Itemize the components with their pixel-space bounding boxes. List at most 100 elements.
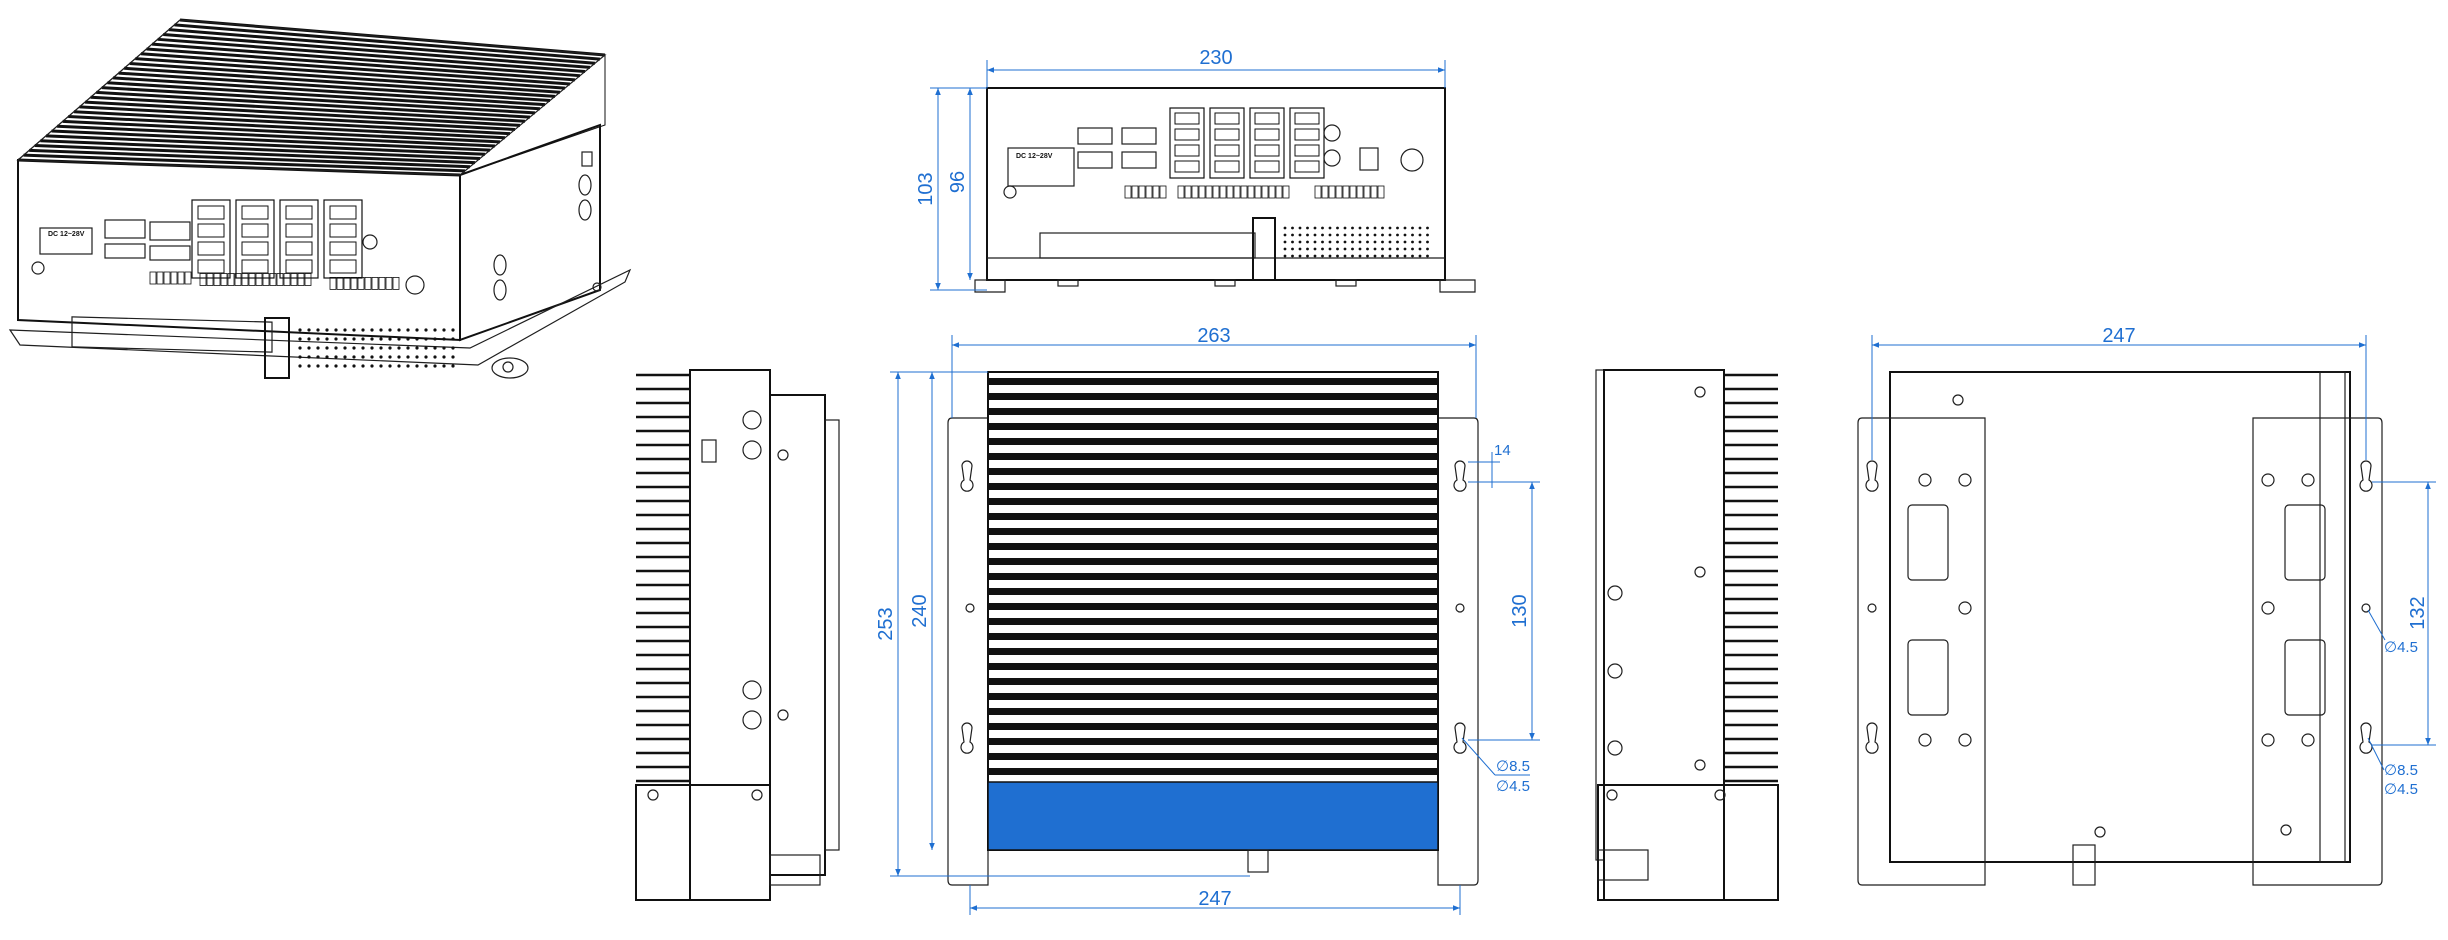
front-vent-hole	[1321, 240, 1324, 244]
iso-vent-hole	[352, 337, 356, 341]
top-fin-bar	[988, 588, 1438, 595]
iso-vent-hole	[397, 346, 401, 350]
right-screw-4	[1606, 789, 1618, 801]
front-port	[1254, 128, 1280, 141]
bottom-screw-8	[2261, 601, 2275, 615]
front-port	[1254, 160, 1280, 173]
iso-terminal-pin	[385, 276, 393, 290]
iso-vent-hole	[415, 346, 419, 350]
front-vent-hole	[1396, 226, 1399, 230]
front-vent-hole	[1381, 240, 1384, 244]
iso-fin	[151, 42, 581, 78]
bottom-screw-3	[1958, 601, 1972, 615]
iso-vent-hole	[370, 346, 374, 350]
top-fin-bar	[988, 483, 1438, 490]
front-vent-hole	[1321, 226, 1324, 230]
front-foot-right	[1439, 279, 1476, 293]
iso-fin	[23, 153, 466, 173]
front-vent-hole	[1358, 247, 1362, 251]
iso-fin	[112, 76, 546, 107]
bottom-screw-1	[1918, 473, 1932, 487]
right-screw-1	[1694, 386, 1706, 398]
iso-fin	[135, 57, 566, 90]
top-fin-bar	[988, 468, 1438, 475]
front-vent-hole	[1351, 226, 1354, 230]
iso-terminal-pin	[269, 273, 277, 286]
top-keyhole-left-lower	[960, 722, 974, 754]
iso-terminal-pin	[283, 273, 291, 286]
front-vent-hole	[1351, 240, 1354, 244]
front-vent-hole	[1373, 247, 1377, 251]
iso-terminal-pin	[350, 276, 358, 290]
iso-vent-hole	[379, 346, 383, 350]
front-vent-hole	[1351, 247, 1354, 251]
front-chassis-outline	[986, 87, 1446, 281]
front-vent-hole	[1411, 247, 1414, 251]
front-foot-pad-3	[1335, 279, 1357, 287]
iso-power-button	[405, 275, 425, 295]
front-terminal-pin	[1282, 185, 1290, 199]
iso-vent-hole	[424, 364, 428, 368]
left-led-2	[742, 440, 762, 460]
right-hole-2	[1607, 663, 1623, 679]
front-vent-hole	[1426, 247, 1429, 251]
front-vent-hole	[1396, 233, 1399, 237]
iso-port	[241, 223, 269, 238]
bottom-slot-dia-label: ∅8.5	[2384, 762, 2418, 779]
iso-vent-hole	[325, 346, 329, 350]
front-port	[1294, 144, 1320, 157]
front-terminal-pin	[1328, 185, 1336, 199]
iso-vent-hole	[343, 346, 347, 350]
right-hole-3	[1607, 740, 1623, 756]
left-side-view	[635, 369, 840, 901]
front-vent-hole	[1283, 247, 1287, 251]
front-vent-hole	[1366, 254, 1369, 258]
front-vent-hole	[1403, 254, 1407, 258]
iso-vent-hole	[442, 328, 446, 332]
front-vent-hole	[1373, 254, 1377, 258]
top-fin-bar	[988, 708, 1438, 715]
front-vent-hole	[1418, 233, 1422, 237]
front-vent-hole	[1381, 247, 1384, 251]
iso-terminal-pin	[262, 273, 270, 286]
front-vent-hole	[1411, 240, 1414, 244]
iso-terminal-pin	[227, 273, 235, 286]
iso-fin	[118, 71, 551, 103]
front-vent-hole	[1313, 226, 1317, 230]
front-vent-hole	[1328, 233, 1332, 237]
front-vent-hole	[1306, 226, 1309, 230]
iso-vent-hole	[370, 328, 374, 332]
front-vent-hole	[1403, 233, 1407, 237]
iso-vent-hole	[334, 355, 338, 359]
bottom-keyhole-left-upper	[1865, 460, 1879, 492]
iso-vent-hole	[361, 364, 365, 368]
top-right-flange	[1437, 417, 1479, 886]
left-slot-handle	[769, 854, 821, 886]
iso-vent-hole	[307, 337, 311, 341]
top-slot-handle	[1247, 849, 1269, 873]
top-fin-bar	[988, 453, 1438, 460]
front-vent-hole	[1381, 226, 1384, 230]
left-screw-1	[777, 449, 789, 461]
front-vent-hole	[1358, 254, 1362, 258]
iso-display-port-2	[149, 221, 191, 241]
iso-vent-hole	[352, 355, 356, 359]
front-vent-hole	[1418, 247, 1422, 251]
top-fin-bar	[988, 558, 1438, 565]
front-dp-1	[1077, 127, 1113, 145]
iso-power-label: DC 12~28V	[48, 231, 85, 238]
iso-vent-hole	[442, 355, 446, 359]
iso-terminal-pin	[170, 271, 178, 285]
iso-fin	[73, 110, 511, 136]
iso-vent-hole	[424, 328, 428, 332]
iso-slot-handle	[264, 317, 290, 379]
iso-terminal-pin	[156, 271, 164, 285]
iso-fin	[34, 144, 476, 165]
bottom-left-bracket	[1857, 417, 1986, 886]
front-terminal-pin	[1342, 185, 1350, 199]
iso-vent-hole	[433, 355, 437, 359]
iso-terminal-pin	[357, 276, 365, 290]
front-terminal-pin	[1205, 185, 1213, 199]
iso-terminal-blocks	[149, 271, 400, 290]
iso-vent-hole	[388, 328, 392, 332]
